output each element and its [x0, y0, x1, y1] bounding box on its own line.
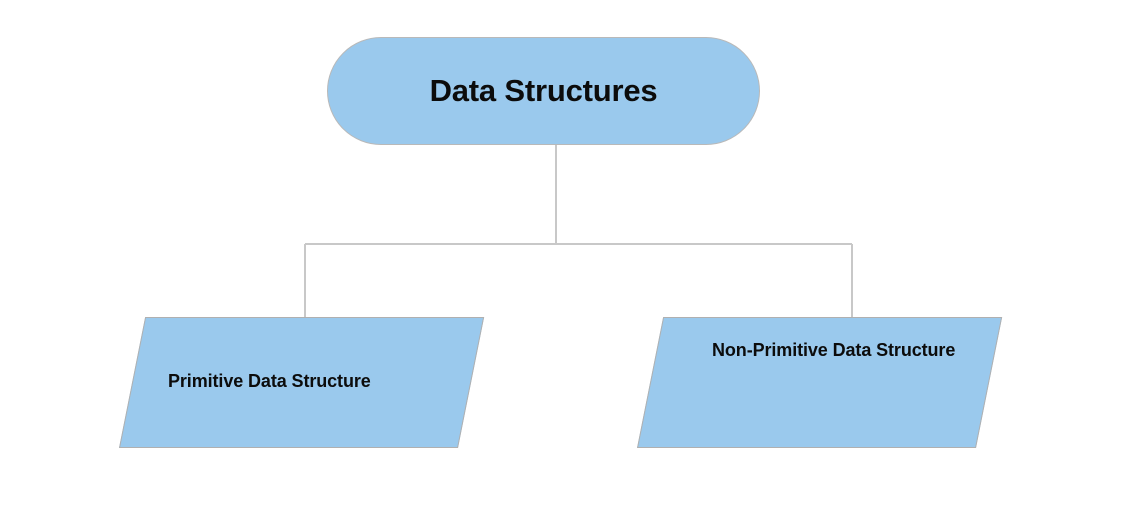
node-data-structures-label: Data Structures: [429, 73, 658, 109]
node-primitive-data-structure-label: Primitive Data Structure: [168, 371, 371, 391]
node-non-primitive-data-structure-label: Non-Primitive Data Structure: [712, 340, 956, 360]
node-data-structures[interactable]: Data Structures: [327, 37, 760, 145]
